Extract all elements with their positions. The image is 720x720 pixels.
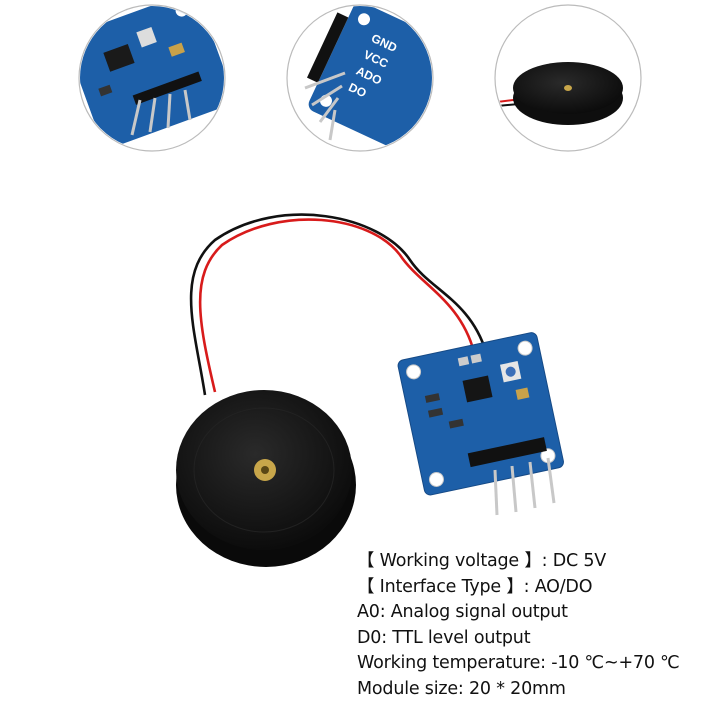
piezo-disc <box>176 390 356 567</box>
detail-circle-pins: GND VCC ADO DO <box>286 4 434 152</box>
detail-circle-components <box>78 4 226 152</box>
sensor-module-board <box>397 332 564 496</box>
lead-wires <box>189 213 488 396</box>
spec-interface-type: 【 Interface Type 】: AO/DO <box>357 576 593 597</box>
spec-module-size: Module size: 20 * 20mm <box>357 678 566 699</box>
spec-d0: D0: TTL level output <box>357 627 531 648</box>
spec-working-voltage: 【 Working voltage 】: DC 5V <box>357 551 607 571</box>
header-pins <box>493 457 556 516</box>
spec-working-temperature: Working temperature: -10 ℃~+70 ℃ <box>357 653 680 674</box>
detail-circle-piezo <box>494 4 642 152</box>
pin-label-do: DO <box>346 80 368 100</box>
spec-a0: A0: Analog signal output <box>357 602 568 623</box>
spec-list: 【 Working voltage 】: DC 5V 【 Interface T… <box>357 549 680 703</box>
